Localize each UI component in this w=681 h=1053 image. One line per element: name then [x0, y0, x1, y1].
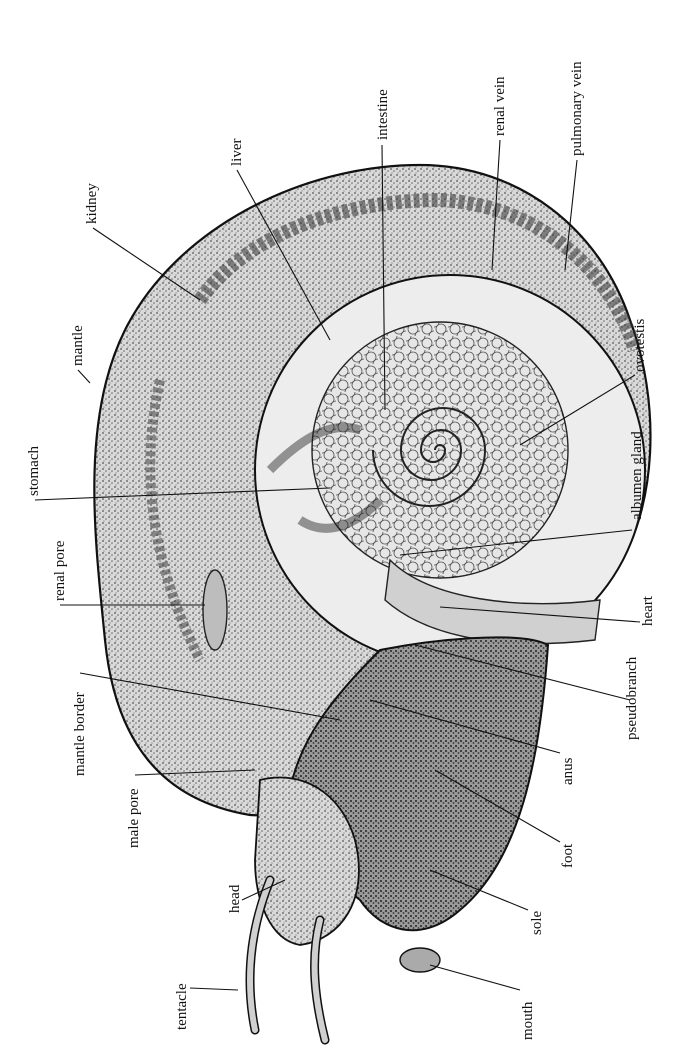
label-heart: heart [640, 595, 656, 626]
label-ovotestis: ovotestis [632, 319, 648, 372]
label-pseudobranch: pseudobranch [624, 656, 640, 740]
label-head: head [227, 884, 243, 913]
label-mantle-border: mantle border [72, 692, 88, 776]
label-renal-vein: renal vein [492, 76, 508, 136]
label-anus: anus [560, 757, 576, 785]
renal-pore-shape [203, 570, 227, 650]
label-intestine: intestine [375, 89, 391, 140]
label-kidney: kidney [84, 183, 100, 224]
label-liver: liver [229, 139, 245, 167]
leader-mouth [430, 965, 520, 990]
leader-mantle [78, 370, 90, 383]
label-mouth: mouth [520, 1001, 536, 1040]
visceral-whorl [255, 275, 645, 665]
mouth-shape [400, 948, 440, 972]
label-pulmonary-vein: pulmonary vein [569, 61, 585, 156]
liver-mass [312, 322, 568, 578]
label-foot: foot [560, 843, 576, 868]
label-renal-pore: renal pore [52, 540, 68, 601]
label-albumen-gland: albumen gland [629, 431, 645, 520]
label-stomach: stomach [26, 446, 42, 496]
leader-tentacle [190, 988, 238, 990]
label-tentacle: tentacle [174, 983, 190, 1030]
label-sole: sole [529, 910, 545, 935]
label-mantle: mantle [70, 325, 86, 366]
label-male-pore: male pore [126, 788, 142, 848]
